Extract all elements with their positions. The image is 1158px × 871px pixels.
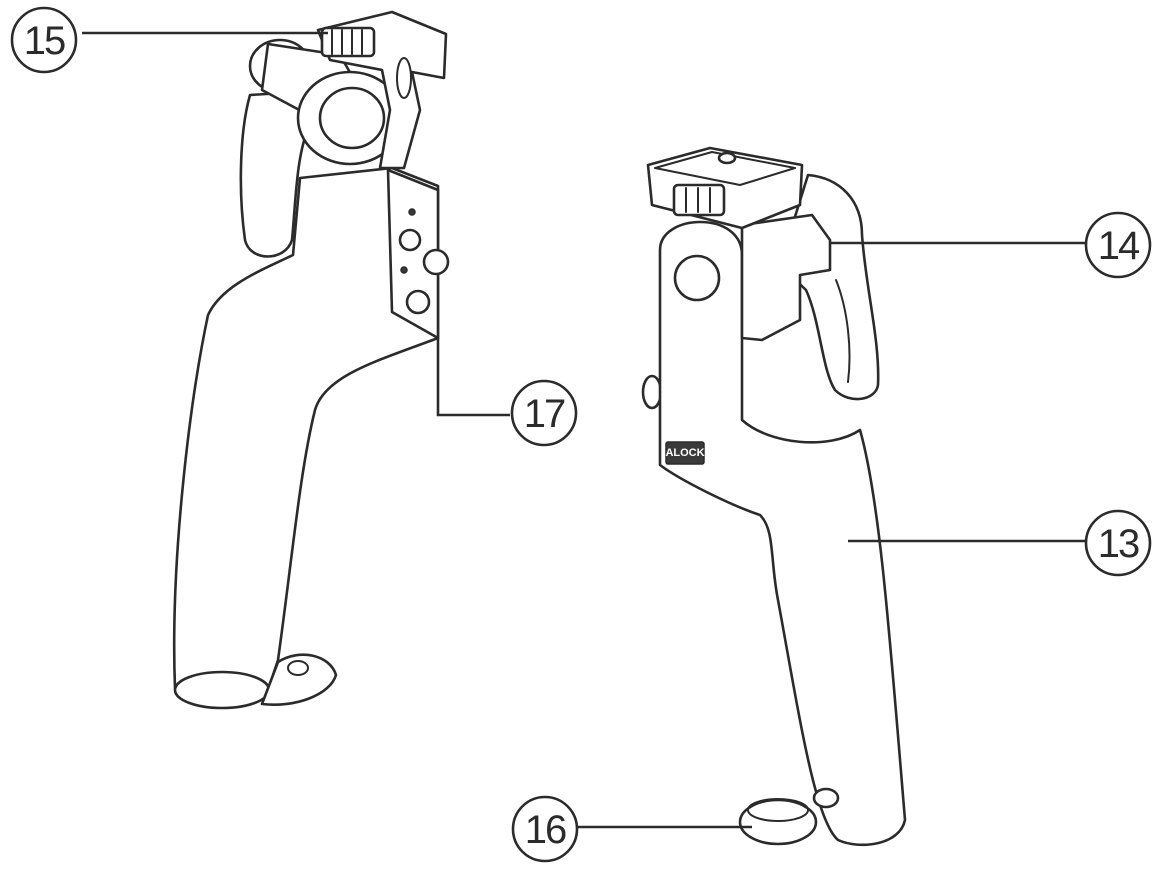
right-base-stud <box>812 787 840 809</box>
callout-circle <box>10 6 78 74</box>
callout-number: 16 <box>525 808 566 852</box>
left-base-screw <box>260 653 338 706</box>
right-plate-screw <box>717 151 737 165</box>
left-plate-screw-3 <box>405 289 431 315</box>
callout-circle <box>1084 211 1152 279</box>
grip-front-view: ALOCK <box>641 146 907 847</box>
right-face-button <box>673 254 721 302</box>
callout-16: 16 <box>511 795 752 863</box>
callout-number: 13 <box>1098 522 1139 566</box>
left-bracket-slot <box>396 57 412 99</box>
callout-circle <box>510 379 578 447</box>
left-base-screw-hole <box>287 660 309 676</box>
brand-mark: ALOCK <box>665 447 704 459</box>
left-plate-screw-2 <box>422 248 450 276</box>
callout-14: 14 <box>830 211 1152 279</box>
right-plate-top <box>654 151 796 186</box>
left-tilt-hub-inner <box>318 86 386 150</box>
right-base-screw-top <box>747 798 809 822</box>
left-knurled-knob <box>320 26 376 58</box>
callout-circle <box>511 795 579 863</box>
callout-number: 15 <box>24 19 65 63</box>
left-handle-bottom <box>173 670 271 710</box>
callout-number: 14 <box>1098 224 1140 268</box>
right-lever-groove <box>835 279 851 383</box>
left-plate-hole-1 <box>408 208 416 216</box>
right-neck-block <box>740 213 832 342</box>
callout-circle <box>1084 509 1152 577</box>
grip-rear-view <box>172 10 450 710</box>
left-plate-hole-2 <box>400 266 408 274</box>
left-tilt-lever <box>239 90 314 258</box>
brand-badge <box>665 441 705 465</box>
leader-line <box>436 338 510 417</box>
callout-number: 17 <box>524 392 565 436</box>
callout-17: 17 <box>436 338 578 447</box>
callout-15: 15 <box>10 6 328 74</box>
right-side-knob <box>641 374 663 410</box>
callout-13: 13 <box>848 509 1152 577</box>
left-plate-screw-1 <box>398 228 422 252</box>
